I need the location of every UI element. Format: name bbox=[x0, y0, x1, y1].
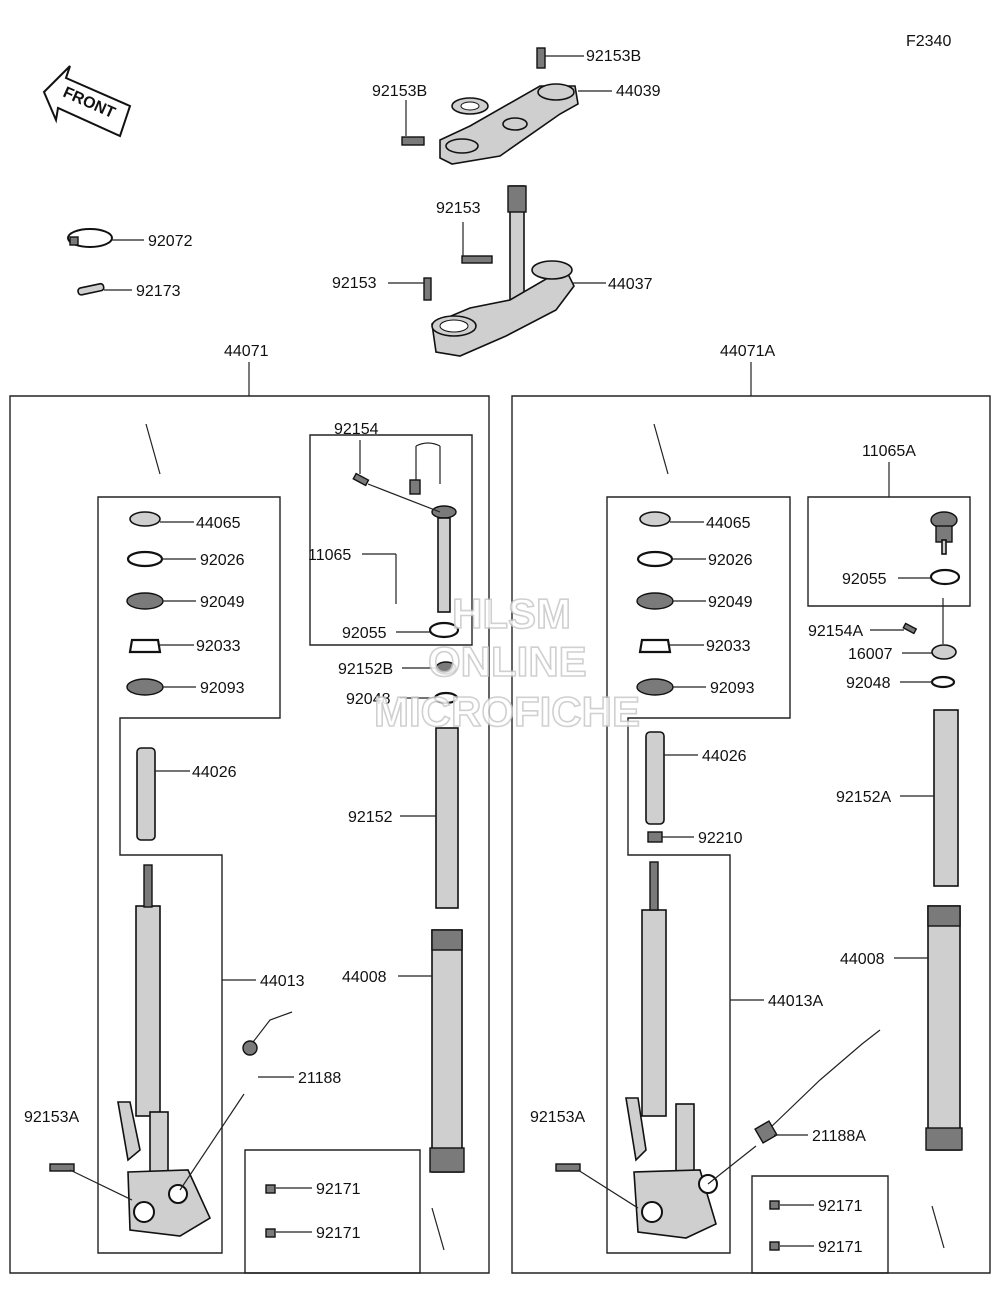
right-clip-a bbox=[769, 1200, 780, 1210]
callout-L-44008: 44008 bbox=[342, 969, 387, 986]
figure-code: F2340 bbox=[906, 33, 951, 50]
callout-R-92049: 92049 bbox=[708, 594, 753, 611]
callout-44039: 44039 bbox=[616, 83, 661, 100]
callout-R-92153A: 92153A bbox=[530, 1109, 585, 1126]
callout-92153-a: 92153 bbox=[436, 200, 481, 217]
callout-L-92171-b: 92171 bbox=[316, 1225, 361, 1242]
left-clip-box bbox=[244, 1149, 421, 1274]
callout-L-92154: 92154 bbox=[334, 421, 379, 438]
left-damper-box bbox=[309, 434, 473, 646]
callout-L-92055: 92055 bbox=[342, 625, 387, 642]
upper-bracket bbox=[401, 47, 579, 165]
callout-L-92153A: 92153A bbox=[24, 1109, 79, 1126]
callout-R-44065: 44065 bbox=[706, 515, 751, 532]
callout-L-11065: 11065 bbox=[308, 547, 351, 564]
callout-R-92210: 92210 bbox=[698, 830, 743, 847]
left-clip-a bbox=[265, 1184, 276, 1194]
left-damper bbox=[352, 442, 465, 1173]
callout-R-44026: 44026 bbox=[702, 748, 747, 765]
left-stack bbox=[49, 511, 212, 1237]
left-sensor bbox=[242, 1011, 293, 1056]
right-stack bbox=[555, 511, 718, 1239]
left-inner-box bbox=[97, 496, 281, 1254]
callout-L-92048: 92048 bbox=[346, 691, 391, 708]
callout-L-44065: 44065 bbox=[196, 515, 241, 532]
left-clip-b bbox=[265, 1228, 276, 1238]
clamp-92072 bbox=[67, 228, 113, 248]
callout-L-92152B: 92152B bbox=[338, 661, 393, 678]
callout-92153B-top: 92153B bbox=[586, 48, 641, 65]
callout-L-92049: 92049 bbox=[200, 594, 245, 611]
callout-R-92152A: 92152A bbox=[836, 789, 891, 806]
callout-R-92093: 92093 bbox=[710, 680, 755, 697]
callout-92153B-left: 92153B bbox=[372, 83, 427, 100]
right-fork-frame bbox=[511, 395, 991, 1274]
callout-R-11065A: 11065A bbox=[862, 443, 916, 460]
callout-44071A: 44071A bbox=[720, 343, 775, 360]
callout-L-92033: 92033 bbox=[196, 638, 241, 655]
callout-R-92033: 92033 bbox=[706, 638, 751, 655]
watermark-line-3: MICROFICHE bbox=[374, 688, 640, 735]
callout-R-16007: 16007 bbox=[848, 646, 893, 663]
steering-stem bbox=[423, 185, 575, 357]
right-clip-b bbox=[769, 1241, 780, 1251]
callout-L-92171-a: 92171 bbox=[316, 1181, 361, 1198]
callout-R-92026: 92026 bbox=[708, 552, 753, 569]
callout-R-21188A: 21188A bbox=[812, 1128, 866, 1145]
callout-R-44008: 44008 bbox=[840, 951, 885, 968]
right-sensor bbox=[754, 1029, 881, 1144]
callout-R-92055: 92055 bbox=[842, 571, 887, 588]
front-arrow-icon: FRONT bbox=[42, 65, 132, 138]
right-clip-box bbox=[751, 1175, 889, 1274]
callout-L-21188: 21188 bbox=[298, 1070, 341, 1087]
right-inner-box bbox=[606, 496, 791, 1254]
callout-L-92093: 92093 bbox=[200, 680, 245, 697]
left-fork-frame bbox=[9, 395, 490, 1274]
callout-R-92171-a: 92171 bbox=[818, 1198, 863, 1215]
watermark-line-2: ONLINE bbox=[428, 638, 587, 685]
callout-L-44013: 44013 bbox=[260, 973, 305, 990]
right-damper bbox=[902, 511, 963, 1151]
callout-R-92048: 92048 bbox=[846, 675, 891, 692]
callout-L-92026: 92026 bbox=[200, 552, 245, 569]
watermark: HLSM ONLINE MICROFICHE bbox=[373, 589, 641, 736]
watermark-line-1: HLSM bbox=[452, 590, 571, 637]
callout-92153-b: 92153 bbox=[332, 275, 377, 292]
callout-44071: 44071 bbox=[224, 343, 269, 360]
callout-44037: 44037 bbox=[608, 276, 653, 293]
callout-L-44026: 44026 bbox=[192, 764, 237, 781]
right-damper-box bbox=[807, 496, 971, 607]
callout-L-92152: 92152 bbox=[348, 809, 393, 826]
callout-R-92154A: 92154A bbox=[808, 623, 863, 640]
callout-92072: 92072 bbox=[148, 233, 193, 250]
callout-R-44013A: 44013A bbox=[768, 993, 823, 1010]
callout-R-92171-b: 92171 bbox=[818, 1239, 863, 1256]
callout-92173: 92173 bbox=[136, 283, 181, 300]
clip-92173 bbox=[77, 282, 105, 296]
